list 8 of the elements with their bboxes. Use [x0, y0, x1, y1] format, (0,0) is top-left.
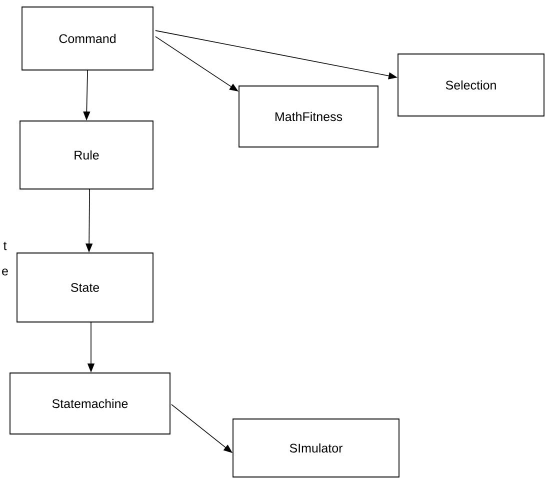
process-box: MathFitness	[238, 86, 378, 148]
process-box: SImulator	[232, 418, 400, 478]
process-box: State	[16, 252, 154, 322]
process-box: Command	[22, 6, 154, 70]
process-box: Rule	[20, 120, 154, 190]
process-box: Selection	[398, 54, 544, 116]
process-box: Statemachine	[10, 372, 170, 434]
text-fragment: t	[3, 242, 7, 250]
